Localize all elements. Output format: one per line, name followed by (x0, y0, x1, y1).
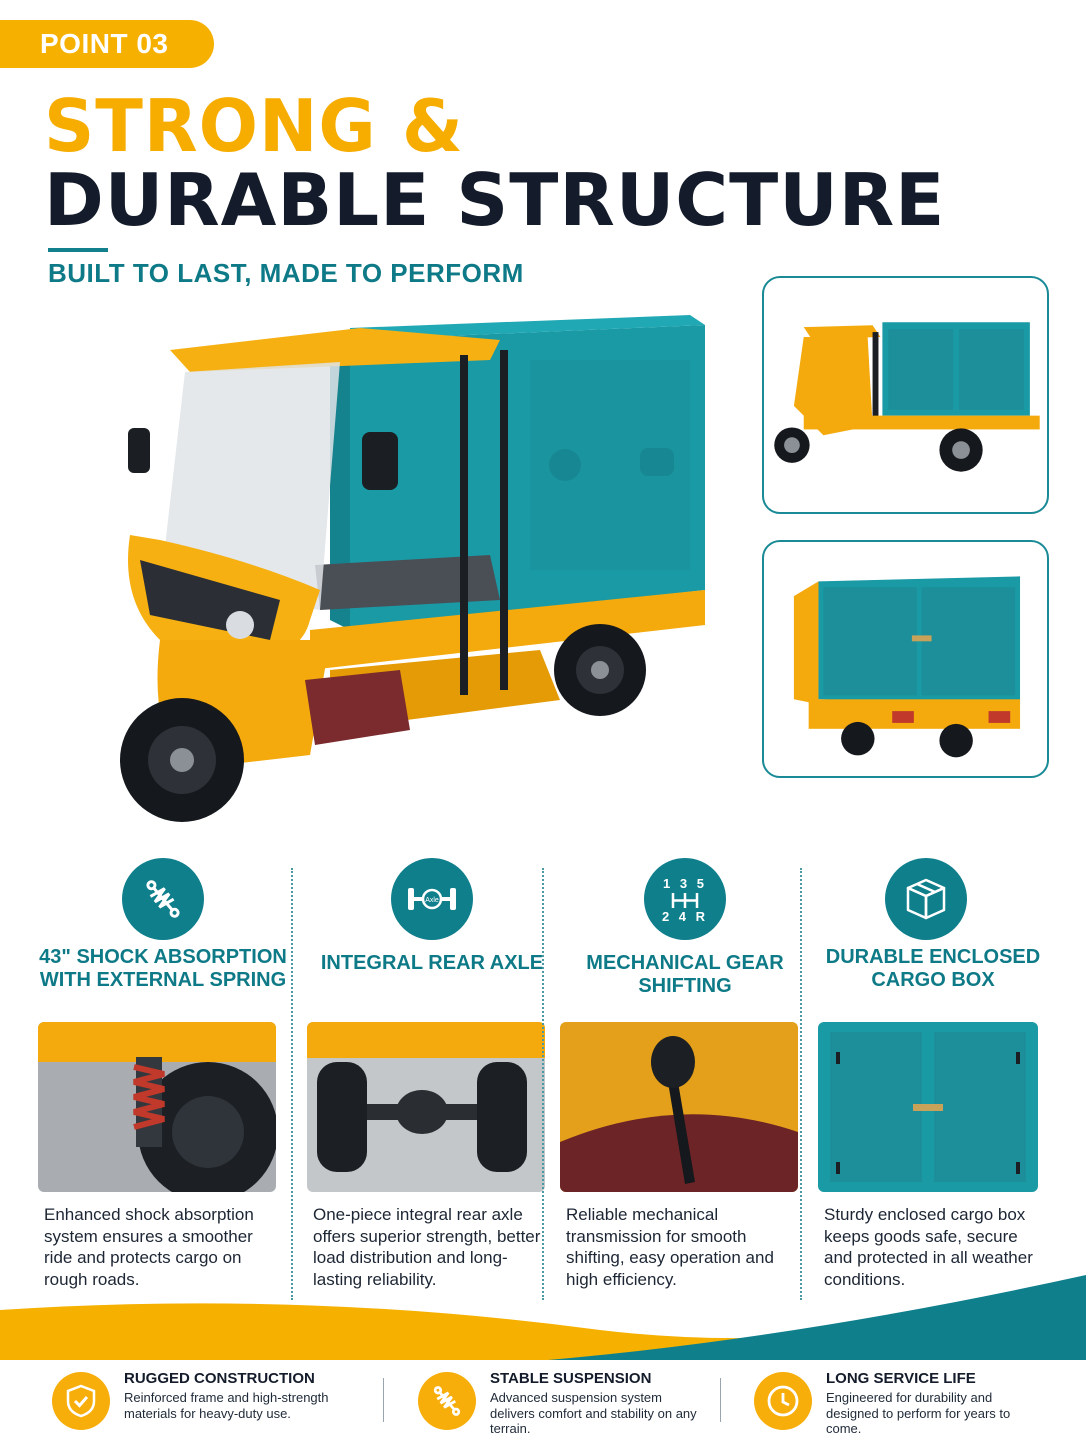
column-divider (800, 868, 802, 1300)
suspension-icon (418, 1372, 476, 1430)
shock-absorber-photo (38, 1022, 276, 1192)
benefit-separator (720, 1378, 721, 1422)
hero-cargo-tricycle-image (120, 315, 705, 822)
headline-line-1: STRONG & (44, 84, 464, 168)
decorative-wave (0, 1275, 1086, 1370)
gear-shift-icon: 1 3 5 2 4 R (644, 858, 726, 940)
feature-title: 43" SHOCK ABSORPTION WITH EXTERNAL SPRIN… (39, 946, 287, 991)
rear-view-image (793, 576, 1021, 758)
column-divider (542, 868, 544, 1300)
shield-check-icon (52, 1372, 110, 1430)
gear-pattern-top: 1 3 5 (663, 876, 707, 891)
benefit-description: Advanced suspension system delivers comf… (490, 1390, 697, 1436)
feature-description: Reliable mechanical transmission for smo… (566, 1205, 774, 1289)
benefit-title: STABLE SUSPENSION (490, 1370, 652, 1387)
benefit-title: LONG SERVICE LIFE (826, 1370, 976, 1387)
benefit-title: RUGGED CONSTRUCTION (124, 1370, 315, 1387)
rear-axle-icon: Axle (391, 858, 473, 940)
rear-view-card (762, 540, 1049, 778)
feature-cargo-box: DURABLE ENCLOSED CARGO BOX Sturdy enclos… (818, 858, 1068, 1308)
rear-axle-photo (307, 1022, 545, 1192)
feature-title: DURABLE ENCLOSED CARGO BOX (825, 946, 1041, 991)
feature-title: INTEGRAL REAR AXLE (320, 952, 544, 974)
axle-icon-label: Axle (425, 897, 439, 904)
clock-icon (754, 1372, 812, 1430)
bottom-benefits-bar (0, 1360, 1086, 1448)
feature-gear-shifting: 1 3 5 2 4 R MECHANICAL GEAR SHIFTING Rel… (560, 858, 810, 1308)
feature-title: MECHANICAL GEAR SHIFTING (586, 952, 784, 997)
benefit-separator (383, 1378, 384, 1422)
feature-shock-absorption: 43" SHOCK ABSORPTION WITH EXTERNAL SPRIN… (38, 858, 288, 1308)
gear-shift-photo (560, 1022, 798, 1192)
column-divider (291, 868, 293, 1300)
feature-description: Sturdy enclosed cargo box keeps goods sa… (824, 1205, 1033, 1289)
side-view-image (774, 322, 1040, 472)
shock-absorber-icon (122, 858, 204, 940)
side-view-card (762, 276, 1049, 514)
gear-pattern-bottom: 2 4 R (662, 909, 708, 924)
cargo-box-photo (818, 1022, 1038, 1192)
subtitle: BUILT TO LAST, MADE TO PERFORM (48, 258, 524, 288)
feature-description: One-piece integral rear axle offers supe… (313, 1205, 541, 1289)
benefit-description: Reinforced frame and high-strength mater… (124, 1390, 329, 1421)
cargo-box-icon (885, 858, 967, 940)
feature-rear-axle: Axle INTEGRAL REAR AXLE One-piece integr… (307, 858, 557, 1308)
benefit-description: Engineered for durability and designed t… (826, 1390, 1011, 1436)
point-badge: POINT 03 (0, 20, 214, 68)
headline-line-2: DURABLE STRUCTURE (44, 158, 946, 242)
feature-description: Enhanced shock absorption system ensures… (44, 1205, 254, 1289)
title-rule (48, 248, 108, 252)
